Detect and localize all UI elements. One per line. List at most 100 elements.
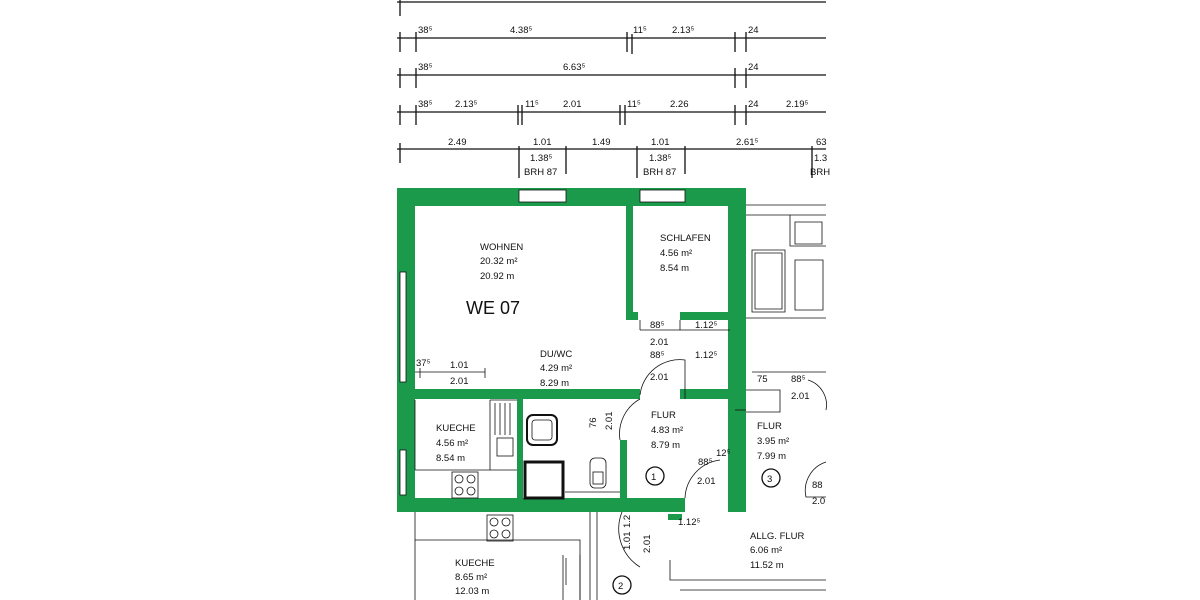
marker-text: 2 bbox=[618, 581, 623, 592]
dim-text: 1.12⁵ bbox=[695, 320, 717, 331]
dim-text: 4.38⁵ bbox=[510, 25, 532, 36]
dim-text: 24 bbox=[748, 99, 759, 110]
room-kueche-2: KUECHE 8.65 m² 12.03 m bbox=[455, 558, 495, 597]
toilet-icon bbox=[589, 457, 607, 489]
dimension-row-4: 2.49 1.01 1.49 1.01 2.61⁵ 63 1.38⁵ BRH 8… bbox=[397, 137, 830, 178]
dim-text: 11⁵ bbox=[627, 99, 641, 110]
dim-text: 88 bbox=[812, 480, 823, 491]
dim-text: 75 bbox=[757, 374, 768, 385]
dim-text: 2.13⁵ bbox=[455, 99, 477, 110]
room-perimeter: 12.03 m bbox=[455, 586, 489, 597]
room-area: 8.65 m² bbox=[455, 572, 487, 583]
window-brh: BRH 87 bbox=[524, 167, 557, 178]
marker-text: 3 bbox=[767, 474, 772, 485]
dim-text: 2.19⁵ bbox=[786, 99, 808, 110]
dim-text: 2.01 bbox=[450, 376, 469, 387]
dim-text: 88⁵ bbox=[650, 350, 665, 361]
dim-text: 38⁵ bbox=[418, 99, 433, 110]
room-area: 4.83 m² bbox=[651, 425, 683, 436]
room-name: DU/WC bbox=[540, 349, 572, 360]
unit-marker-2: 2 bbox=[612, 575, 632, 595]
dim-text: 1.49 bbox=[592, 137, 611, 148]
shower-tray bbox=[523, 460, 565, 500]
stove-icon bbox=[451, 471, 479, 499]
room-area: 6.06 m² bbox=[750, 545, 782, 556]
dim-text: 2.49 bbox=[448, 137, 467, 148]
room-flur: FLUR 4.83 m² 8.79 m bbox=[651, 410, 683, 451]
dim-text: 38⁵ bbox=[418, 25, 433, 36]
dim-text: 2.01 bbox=[563, 99, 582, 110]
room-name: FLUR bbox=[651, 410, 676, 421]
dim-text: 1.01 bbox=[450, 360, 469, 371]
dim-text: 88⁵ bbox=[698, 457, 713, 468]
room-wohnen: WOHNEN 20.32 m² 20.92 m bbox=[480, 242, 523, 282]
window-size: 1.3 bbox=[814, 153, 827, 164]
dim-text: 2.01 bbox=[604, 412, 615, 431]
marker-text: 1 bbox=[651, 472, 656, 483]
dim-text: 11⁵ bbox=[633, 25, 647, 36]
dim-text: 2.01 bbox=[791, 391, 810, 402]
room-schlafen: SCHLAFEN 4.56 m² 8.54 m bbox=[660, 233, 711, 274]
dim-text: 1.2 bbox=[622, 515, 633, 528]
door-dimensions: 88⁵ 1.12⁵ 2.01 88⁵ 1.12⁵ 2.01 37⁵ 1.01 2… bbox=[416, 320, 825, 553]
room-area: 4.56 m² bbox=[436, 438, 468, 449]
room-name: WOHNEN bbox=[480, 242, 523, 253]
dimension-row-2: 38⁵ 6.63⁵ 24 bbox=[397, 62, 826, 88]
unit-marker-3: 3 bbox=[761, 468, 781, 488]
windows bbox=[399, 189, 686, 496]
dim-text: 24 bbox=[748, 62, 759, 73]
room-duwc: DU/WC 4.29 m² 8.29 m bbox=[540, 349, 572, 389]
room-name: ALLG. FLUR bbox=[750, 531, 805, 542]
room-perimeter: 8.79 m bbox=[651, 440, 680, 451]
dim-text: 2.13⁵ bbox=[672, 25, 694, 36]
dim-text: 12⁵ bbox=[716, 448, 731, 459]
room-perimeter: 11.52 m bbox=[750, 560, 784, 571]
dim-text: 1.12⁵ bbox=[678, 517, 700, 528]
dim-text: 2.01 bbox=[650, 337, 669, 348]
dim-text: 2.61⁵ bbox=[736, 137, 758, 148]
room-perimeter: 8.54 m bbox=[660, 263, 689, 274]
dim-text: 24 bbox=[748, 25, 759, 36]
neighbour-plan bbox=[746, 204, 827, 498]
unit-label: WE 07 bbox=[466, 298, 520, 318]
window-size: 1.38⁵ bbox=[649, 153, 671, 164]
room-name: KUECHE bbox=[436, 423, 476, 434]
room-perimeter: 8.29 m bbox=[540, 378, 569, 389]
unit-marker-1: 1 bbox=[645, 466, 665, 486]
room-area: 3.95 m² bbox=[757, 436, 789, 447]
dim-text: 2.01 bbox=[697, 476, 716, 487]
dim-text: 1.01 bbox=[622, 532, 633, 551]
window-size: 1.38⁵ bbox=[530, 153, 552, 164]
room-perimeter: 8.54 m bbox=[436, 453, 465, 464]
dim-text: 88⁵ bbox=[791, 374, 806, 385]
room-flur-3: FLUR 3.95 m² 7.99 m bbox=[757, 421, 789, 462]
dim-text: 37⁵ bbox=[416, 358, 431, 369]
sink-icon bbox=[526, 414, 558, 446]
dim-text: 38⁵ bbox=[418, 62, 433, 73]
room-name: FLUR bbox=[757, 421, 782, 432]
dim-text: 2.0 bbox=[812, 496, 825, 507]
dim-text: 76 bbox=[588, 417, 599, 428]
room-name: SCHLAFEN bbox=[660, 233, 711, 244]
dim-text: 2.01 bbox=[642, 535, 653, 554]
dim-text: 63 bbox=[816, 137, 827, 148]
dim-text: 2.26 bbox=[670, 99, 689, 110]
room-perimeter: 7.99 m bbox=[757, 451, 786, 462]
room-name: KUECHE bbox=[455, 558, 495, 569]
window-brh: BRH bbox=[810, 167, 830, 178]
room-area: 4.29 m² bbox=[540, 363, 572, 374]
dimension-row-1: 38⁵ 4.38⁵ 11⁵ 2.13⁵ 24 bbox=[397, 25, 826, 54]
dim-text: 1.01 bbox=[651, 137, 670, 148]
room-area: 4.56 m² bbox=[660, 248, 692, 259]
stove-icon bbox=[486, 514, 514, 542]
fixtures bbox=[414, 320, 826, 600]
dim-text: 11⁵ bbox=[525, 99, 539, 110]
room-area: 20.32 m² bbox=[480, 256, 518, 267]
dim-text: 2.01 bbox=[650, 372, 669, 383]
dim-text: 1.12⁵ bbox=[695, 350, 717, 361]
dimension-row-3: 38⁵ 2.13⁵ 11⁵ 2.01 11⁵ 2.26 24 2.19⁵ bbox=[397, 99, 826, 125]
dim-text: 6.63⁵ bbox=[563, 62, 585, 73]
window-brh: BRH 87 bbox=[643, 167, 676, 178]
room-perimeter: 20.92 m bbox=[480, 271, 514, 282]
